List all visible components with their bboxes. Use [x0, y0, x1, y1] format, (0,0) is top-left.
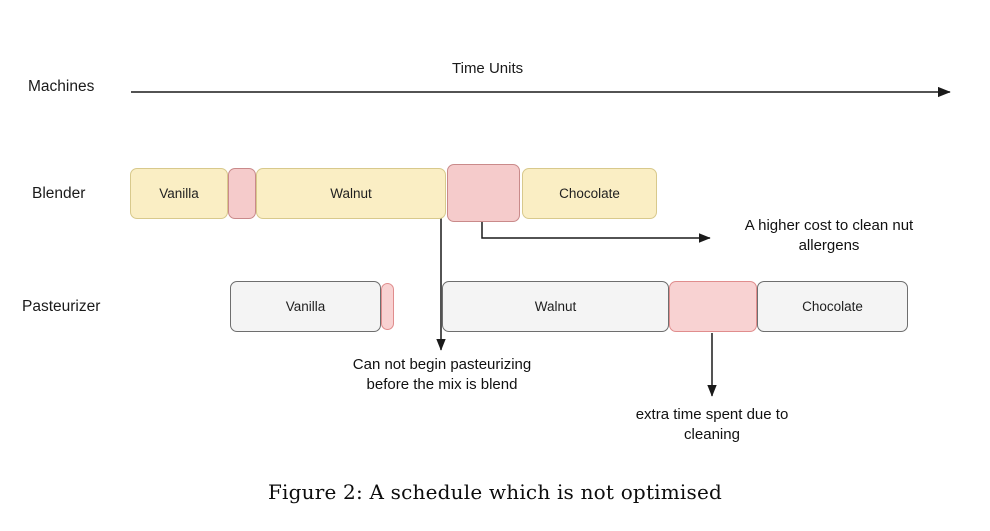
row-label-pasteurizer: Pasteurizer [22, 298, 101, 315]
blender-task-walnut[interactable]: Walnut [256, 168, 446, 219]
pasteurizer-task-chocolate[interactable]: Chocolate [757, 281, 908, 332]
annotation-extra-cleaning: extra time spent due to cleaning [635, 406, 789, 444]
blender-task-vanilla[interactable]: Vanilla [130, 168, 228, 219]
axis-label-time-units: Time Units [452, 60, 524, 77]
blender-task-chocolate-label: Chocolate [559, 186, 620, 201]
row-label-blender: Blender [32, 185, 86, 202]
blender-cleaning-after-walnut[interactable] [447, 164, 520, 222]
axis-label-machines: Machines [28, 78, 95, 95]
blender-task-vanilla-label: Vanilla [159, 186, 199, 201]
blender-task-chocolate[interactable]: Chocolate [522, 168, 657, 219]
pasteurizer-task-walnut[interactable]: Walnut [442, 281, 669, 332]
annotation-allergen-cost: A higher cost to clean nut allergens [744, 217, 914, 255]
blender-cleaning-after-vanilla[interactable] [228, 168, 256, 219]
annotation-precedence: Can not begin pasteurizing before the mi… [352, 356, 532, 394]
pasteurizer-task-walnut-label: Walnut [534, 299, 577, 314]
pasteurizer-task-vanilla[interactable]: Vanilla [230, 281, 381, 332]
pasteurizer-cleaning-after-walnut[interactable] [669, 281, 757, 332]
pasteurizer-cleaning-after-vanilla[interactable] [381, 283, 394, 330]
pasteurizer-task-vanilla-label: Vanilla [285, 299, 326, 314]
pasteurizer-task-chocolate-label: Chocolate [802, 299, 863, 314]
blender-task-walnut-label: Walnut [330, 186, 372, 201]
figure-caption: Figure 2: A schedule which is not optimi… [267, 480, 723, 504]
